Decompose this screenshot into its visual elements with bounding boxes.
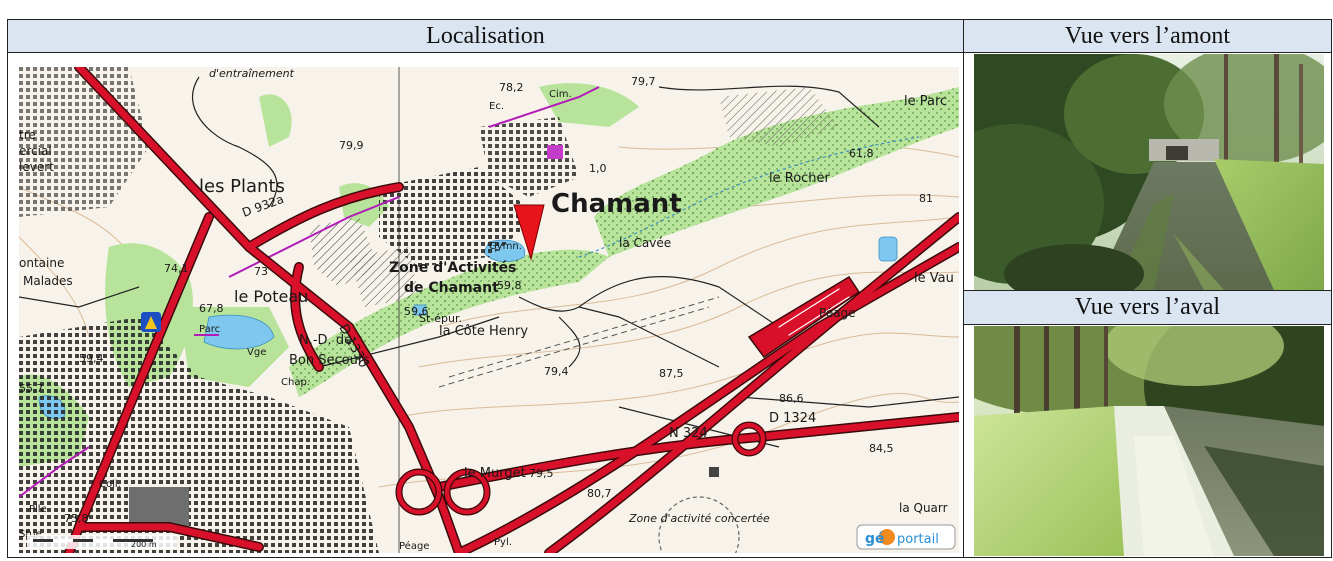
svg-text:59,4: 59,4: [79, 352, 104, 365]
svg-text:le Poteau: le Poteau: [234, 287, 308, 306]
svg-text:Chap.: Chap.: [281, 377, 310, 388]
minor-roads: [19, 67, 959, 553]
svg-text:200 m: 200 m: [131, 540, 157, 549]
svg-text:79,4: 79,4: [544, 365, 569, 378]
svg-text:78,2: 78,2: [499, 81, 524, 94]
svg-text:la Côte Henry: la Côte Henry: [439, 324, 528, 339]
svg-text:81: 81: [919, 192, 933, 205]
stream-photo-upstream: [974, 54, 1324, 290]
zac-boundary: [658, 496, 740, 553]
stream-photo-downstream: [974, 326, 1324, 556]
svg-text:Pyl.: Pyl.: [494, 537, 512, 548]
svg-text:84,5: 84,5: [869, 442, 894, 455]
svg-text:N.-D. de: N.-D. de: [299, 333, 352, 348]
svg-text:le Vau: le Vau: [914, 271, 954, 286]
location-marker-icon[interactable]: [513, 204, 545, 261]
map-cell: Chamant Zone d'Activités de Chamant les …: [19, 67, 959, 553]
svg-text:73: 73: [254, 265, 268, 278]
svg-text:la Quarr: la Quarr: [899, 501, 948, 515]
svg-text:Cim.: Cim.: [549, 89, 572, 100]
svg-text:D 1324: D 1324: [769, 411, 816, 426]
svg-text:N 324: N 324: [669, 426, 708, 441]
svg-text:67,8: 67,8: [199, 302, 224, 315]
divider-header: [8, 52, 1331, 53]
svg-text:Chamant: Chamant: [551, 189, 682, 219]
church-symbol: [547, 145, 563, 159]
svg-text:la Cavée: la Cavée: [619, 236, 671, 250]
topographic-map[interactable]: Chamant Zone d'Activités de Chamant les …: [19, 67, 959, 553]
svg-text:ercial: ercial: [19, 144, 52, 158]
header-vue-aval: Vue vers l’aval: [964, 291, 1331, 325]
svg-text:Péage: Péage: [399, 540, 429, 552]
svg-text:de Chamant: de Chamant: [404, 280, 499, 296]
svg-text:79,7: 79,7: [631, 75, 656, 88]
svg-text:74,1: 74,1: [164, 262, 189, 275]
svg-text:les Plants: les Plants: [199, 176, 285, 197]
svg-text:59,8: 59,8: [497, 279, 522, 292]
svg-text:levert: levert: [19, 160, 54, 174]
svg-text:le Murget: le Murget: [464, 466, 526, 481]
svg-text:80,7: 80,7: [587, 487, 612, 500]
svg-text:61,8: 61,8: [849, 147, 874, 160]
svg-text:ontaine: ontaine: [19, 256, 64, 270]
urban-areas: [19, 67, 839, 553]
svg-text:Péage: Péage: [819, 306, 856, 320]
svg-text:59,6: 59,6: [404, 305, 429, 318]
svg-text:portail: portail: [897, 532, 939, 547]
photo-downstream: [974, 326, 1324, 556]
svg-text:Bon Secours: Bon Secours: [289, 353, 370, 368]
svg-text:75,8: 75,8: [64, 512, 89, 525]
svg-text:Zone d'Activités: Zone d'Activités: [389, 260, 516, 276]
svg-text:le Rocher: le Rocher: [769, 171, 831, 186]
svg-text:79,9: 79,9: [339, 139, 364, 152]
photo-upstream: [974, 54, 1324, 290]
svg-text:Plle: Plle: [29, 504, 47, 515]
divider-photo-top: [964, 290, 1331, 291]
svg-text:79,5: 79,5: [529, 467, 554, 480]
svg-text:Ec.: Ec.: [489, 101, 504, 112]
divider-vertical: [963, 20, 964, 557]
svg-text:le Parc: le Parc: [904, 94, 947, 109]
svg-text:86,6: 86,6: [779, 392, 804, 405]
svg-text:Stue: Stue: [19, 529, 42, 540]
map-labels: Chamant Zone d'Activités de Chamant les …: [19, 67, 954, 552]
major-roads: [64, 67, 959, 553]
svg-text:Coll.: Coll.: [99, 479, 121, 490]
figure-table: Localisation Vue vers l’amont Vue vers l…: [7, 19, 1332, 558]
svg-text:Vge: Vge: [247, 347, 266, 358]
scale-bar: 200 m: [27, 535, 177, 549]
svg-text:d'entraînement: d'entraînement: [209, 67, 295, 80]
svg-text:55,7: 55,7: [19, 382, 44, 395]
svg-text:1,0: 1,0: [589, 162, 607, 175]
svg-text:St-épur.: St-épur.: [419, 312, 462, 325]
svg-text:Parc: Parc: [199, 324, 220, 335]
svg-text:Gymn.: Gymn.: [489, 241, 522, 252]
svg-text:gé: gé: [865, 531, 885, 547]
svg-text:87,5: 87,5: [659, 367, 684, 380]
header-vue-amont: Vue vers l’amont: [964, 20, 1331, 53]
svg-text:tre: tre: [19, 128, 36, 142]
svg-text:Zone d'activité concertée: Zone d'activité concertée: [628, 512, 770, 525]
header-localisation: Localisation: [8, 20, 963, 53]
svg-text:Malades: Malades: [23, 274, 73, 288]
geoportail-logo[interactable]: gé portail: [856, 524, 956, 550]
